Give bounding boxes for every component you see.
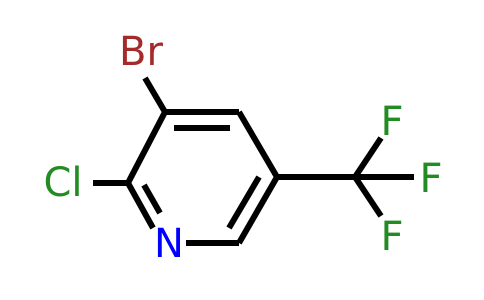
bond-c2-c3 bbox=[125, 110, 168, 185]
bond-c5-c6-inner bbox=[226, 175, 262, 230]
bond-n-c2 bbox=[125, 181, 156, 230]
atom-fluorine-bottom-label: F bbox=[380, 214, 403, 260]
atom-nitrogen-label: N bbox=[154, 221, 184, 267]
atom-fluorine-right-label: F bbox=[419, 156, 442, 202]
bond-c3-br bbox=[142, 76, 168, 114]
bond-c4-c5 bbox=[236, 110, 280, 179]
atom-bromine-label: Br bbox=[119, 29, 163, 75]
bond-c5-c6 bbox=[236, 175, 280, 245]
bond-n-c2-inner bbox=[141, 183, 163, 215]
bond-c-f-bottom bbox=[352, 175, 384, 218]
atom-fluorine-top-label: F bbox=[380, 99, 403, 145]
atom-chlorine-label: Cl bbox=[43, 160, 82, 206]
bond-c-f-top bbox=[352, 136, 384, 179]
